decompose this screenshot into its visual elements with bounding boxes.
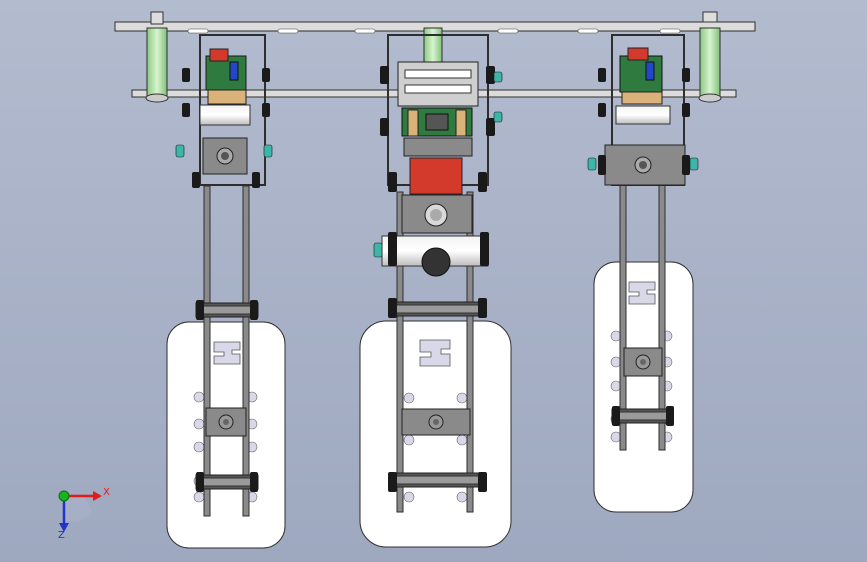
center-pedal[interactable]	[359, 34, 512, 548]
right-pedal[interactable]	[587, 34, 699, 513]
right-pedal-pad[interactable]	[593, 261, 694, 513]
left-pedal[interactable]	[166, 34, 286, 549]
axis-z-label: Z	[58, 530, 65, 541]
y-axis-origin-icon	[58, 490, 70, 502]
axis-x-label: X	[103, 487, 110, 498]
standoff-left[interactable]	[145, 11, 169, 103]
standoff-right[interactable]	[698, 11, 722, 103]
axis-triad[interactable]	[58, 490, 102, 532]
